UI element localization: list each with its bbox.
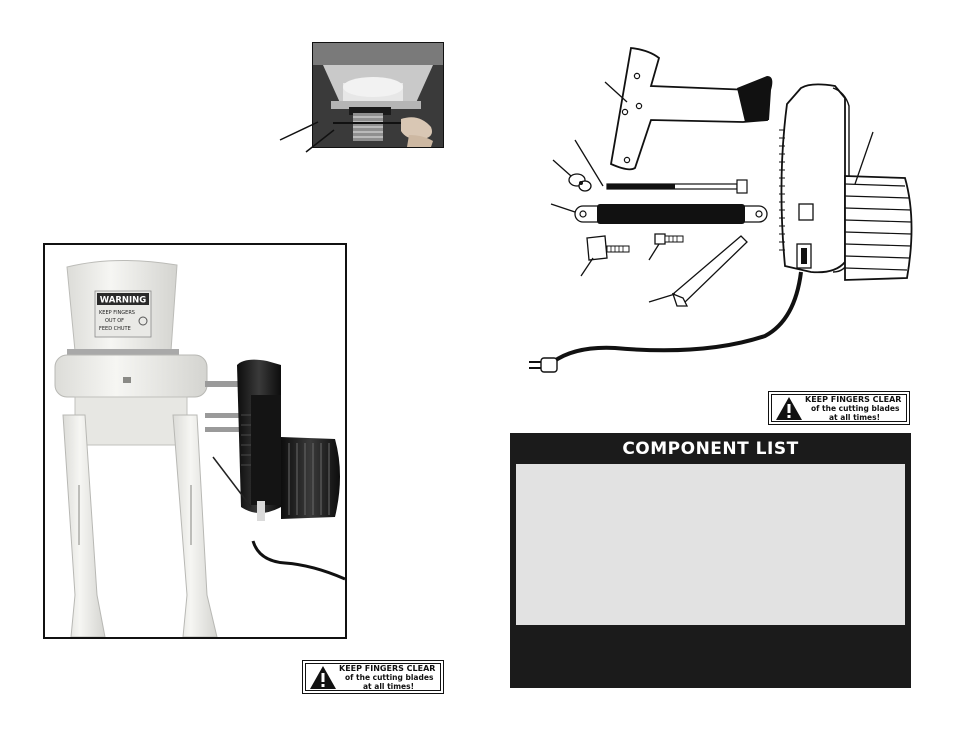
assembled-machine-photo: WARNING KEEP FINGERS OUT OF FEED CHUTE (43, 243, 347, 639)
component-list-title: COMPONENT LIST (622, 439, 799, 459)
component-list-panel: COMPONENT LIST (510, 433, 911, 688)
parts-diagram-illustration (529, 47, 913, 373)
warning-right-line-3: at all times! (829, 413, 881, 422)
sticker-warning-heading: WARNING (100, 296, 147, 306)
component-list-body (516, 464, 905, 625)
closeup-illustration (313, 43, 443, 147)
warning-label-left: KEEP FINGERS CLEAR of the cutting blades… (302, 660, 444, 694)
warning-left-line-2: of the cutting blades (345, 673, 434, 682)
closeup-photo (312, 42, 444, 148)
sticker-line-1: KEEP FINGERS (99, 310, 135, 316)
exclamation-triangle-icon (776, 397, 802, 420)
warning-right-line-1: KEEP FINGERS CLEAR (805, 395, 902, 404)
assembled-machine-illustration: WARNING KEEP FINGERS OUT OF FEED CHUTE (54, 259, 345, 637)
exclamation-triangle-icon (310, 666, 336, 689)
sticker-line-2: OUT OF (105, 318, 124, 324)
parts-diagram (515, 40, 935, 390)
warning-label-right: KEEP FINGERS CLEAR of the cutting blades… (768, 391, 910, 425)
warning-left-line-1: KEEP FINGERS CLEAR (339, 664, 436, 673)
closeup-leader-lines (279, 121, 335, 153)
sticker-line-3: FEED CHUTE (99, 326, 131, 332)
warning-right-line-2: of the cutting blades (811, 404, 900, 413)
warning-left-line-3: at all times! (363, 682, 415, 691)
